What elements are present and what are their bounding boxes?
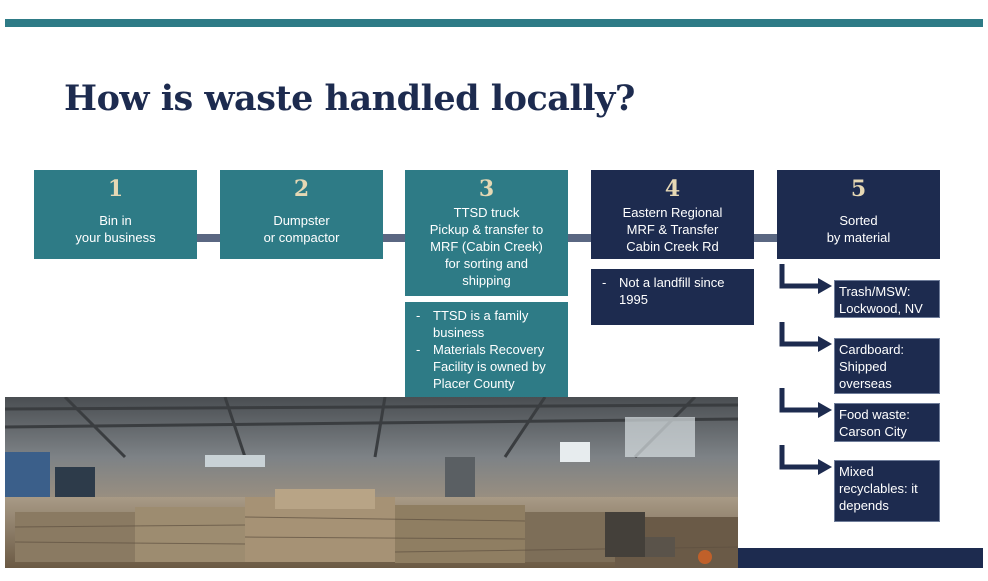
step-5-box: 5 Sorted by material: [777, 170, 940, 259]
note-item: Materials Recovery Facility is owned by …: [413, 341, 560, 392]
bent-arrow-icon: [779, 445, 832, 475]
step-number: 4: [664, 176, 681, 202]
step-number: 2: [293, 176, 310, 202]
sorted-trash-box: Trash/MSW: Lockwood, NV: [834, 280, 940, 318]
step-4-notes: Not a landfill since 1995: [591, 269, 754, 325]
note-item: TTSD is a family business: [413, 307, 560, 341]
step-text: Sorted by material: [826, 213, 891, 245]
sorted-cardboard-box: Cardboard: Shipped overseas: [834, 338, 940, 394]
connector-4-5: [753, 234, 777, 242]
sorted-label: Mixed recyclables: it depends: [839, 464, 918, 513]
step-number: 3: [478, 176, 495, 202]
bottom-accent-bar: [738, 548, 983, 568]
step-text: Dumpster or compactor: [263, 213, 340, 245]
step-3-notes: TTSD is a family business Materials Reco…: [405, 302, 568, 400]
step-4-box: 4 Eastern Regional MRF & Transfer Cabin …: [591, 170, 754, 259]
step-1-box: 1 Bin in your business: [34, 170, 197, 259]
recycling-facility-photo: [5, 397, 738, 568]
bent-arrow-icon: [779, 322, 832, 352]
step-2-box: 2 Dumpster or compactor: [220, 170, 383, 259]
connector-1-2: [196, 234, 220, 242]
step-text: Eastern Regional MRF & Transfer Cabin Cr…: [622, 205, 723, 254]
step-number: 1: [107, 176, 124, 202]
step-3-box: 3 TTSD truck Pickup & transfer to MRF (C…: [405, 170, 568, 296]
step-text: TTSD truck Pickup & transfer to MRF (Cab…: [429, 205, 544, 288]
sorted-label: Food waste: Carson City: [839, 407, 910, 439]
slide-title: How is waste handled locally?: [64, 78, 635, 119]
bent-arrow-icon: [779, 264, 832, 294]
note-item: Not a landfill since 1995: [599, 274, 746, 308]
top-accent-bar: [5, 19, 983, 27]
bent-arrow-icon: [779, 388, 832, 418]
sorted-mixed-recyclables-box: Mixed recyclables: it depends: [834, 460, 940, 522]
sorted-food-waste-box: Food waste: Carson City: [834, 403, 940, 442]
connector-2-3: [382, 234, 406, 242]
sorted-label: Cardboard: Shipped overseas: [839, 342, 905, 391]
connector-3-4: [567, 234, 591, 242]
step-number: 5: [850, 176, 867, 202]
sorted-label: Trash/MSW: Lockwood, NV: [839, 284, 923, 316]
step-text: Bin in your business: [75, 213, 156, 245]
